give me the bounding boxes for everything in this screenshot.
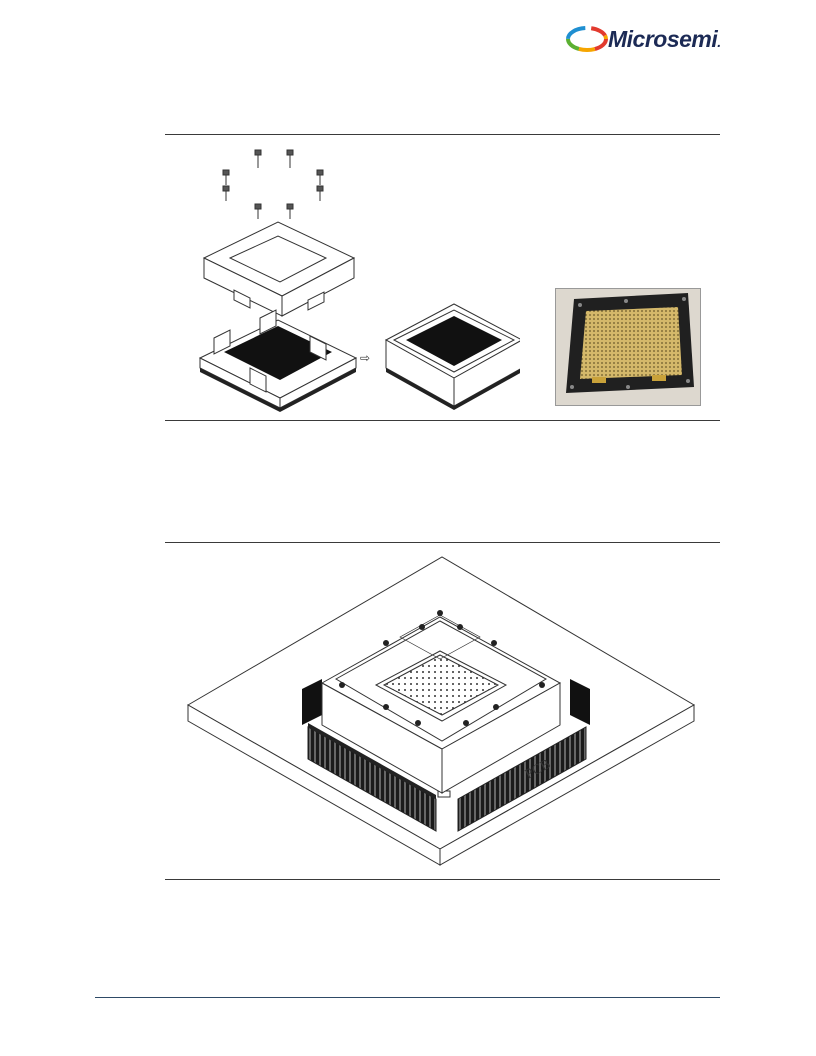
socket-photo-image xyxy=(556,289,700,405)
figure-top-rule xyxy=(165,134,720,135)
brand-name: Microsemi. xyxy=(608,26,721,52)
assembly-arrow-icon: ⇨ xyxy=(360,351,370,365)
microsemi-swirl-icon xyxy=(566,26,608,52)
socket-base-left xyxy=(198,309,358,412)
socket-body xyxy=(320,614,562,794)
socket-assembly-diagram: ⇨ xyxy=(198,149,520,412)
figure-bottom-rule xyxy=(165,420,720,421)
footer-rule xyxy=(95,997,720,998)
connector-pins xyxy=(302,679,590,832)
socket-on-pcb-diagram: PCB xyxy=(186,556,696,866)
socket-lid-frame xyxy=(202,221,356,317)
microsemi-logo: Microsemi. xyxy=(566,22,726,56)
socket-screw-holes xyxy=(339,610,545,726)
screws xyxy=(222,149,324,219)
socket-assembled xyxy=(384,303,520,410)
socket-photo xyxy=(555,288,701,406)
figure2-bottom-rule xyxy=(165,879,720,880)
figure2-top-rule xyxy=(165,542,720,543)
